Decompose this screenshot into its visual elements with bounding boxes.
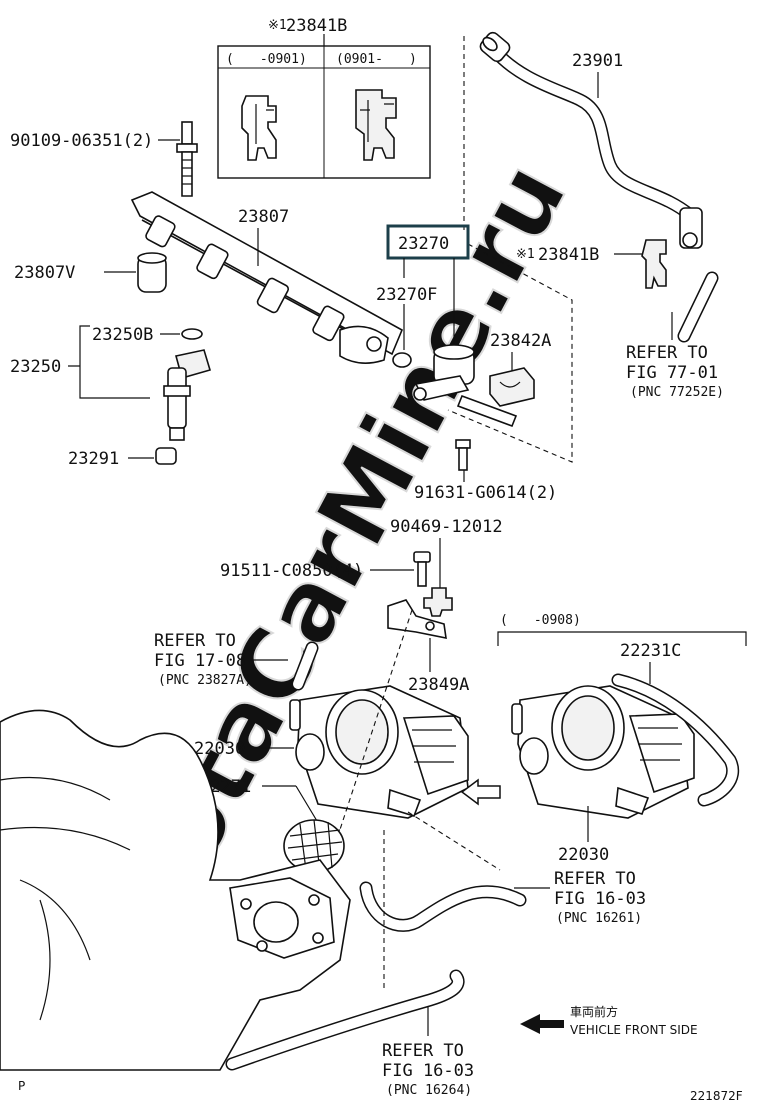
ref-16261-line1[interactable]: REFER TO: [554, 869, 636, 889]
label-91511[interactable]: 91511-C0850(4): [220, 561, 363, 581]
label-23250[interactable]: 23250: [10, 357, 61, 377]
front-arrow-icon: [520, 1014, 564, 1034]
injector-assembly: 23250B 23250 23291: [10, 325, 211, 469]
range-left-label: ( -0901): [226, 52, 307, 67]
throttle-body-right: 22030: [511, 685, 695, 865]
clip-23841b-side: ※1 23841B: [516, 239, 667, 289]
bolt-91511: 91511-C0850(4): [220, 551, 431, 587]
ref-17-line3: (PNC 23827A): [158, 673, 252, 688]
bolt-90109: 90109-06351(2): [10, 121, 198, 197]
range-0908-label: ( -0908): [500, 613, 581, 628]
label-23842a[interactable]: 23842A: [490, 331, 551, 351]
front-label-jp: 車両前方: [570, 1004, 618, 1019]
ref-77-line2[interactable]: FIG 77-01: [626, 363, 718, 383]
clip-old-shape: [241, 95, 277, 161]
fuel-delivery-pipe-23807: 23807: [130, 191, 404, 364]
corner-p-label: P: [18, 1079, 25, 1093]
figure-code: 221872F: [690, 1089, 743, 1103]
label-23291[interactable]: 23291: [68, 449, 119, 469]
clamp-90469: 90469-12012: [390, 517, 503, 617]
label-23901[interactable]: 23901: [572, 51, 623, 71]
ref-16264-line1[interactable]: REFER TO: [382, 1041, 464, 1061]
note-mark-side-icon: ※1: [516, 247, 535, 262]
oring-23270f: 23270F: [376, 285, 437, 368]
hose-to-16261: REFER TO FIG 16-03 (PNC 16261): [359, 869, 646, 932]
ref-77-line1[interactable]: REFER TO: [626, 343, 708, 363]
label-23841b-side[interactable]: 23841B: [538, 245, 599, 265]
callout-23270[interactable]: 23270: [386, 224, 470, 260]
hose-22231c: 22231C: [611, 641, 740, 807]
pressure-regulator-23270: [413, 344, 518, 428]
hose-to-16264: REFER TO FIG 16-03 (PNC 16264): [225, 969, 474, 1098]
vehicle-front-indicator: 車両前方 VEHICLE FRONT SIDE: [520, 1004, 698, 1037]
label-23841b-top[interactable]: 23841B: [286, 16, 347, 36]
fuel-hose-23901: 23901: [479, 31, 703, 249]
range-right-label: (0901- ): [336, 52, 417, 67]
ref-fig-77-01: REFER TO FIG 77-01 (PNC 77252E): [626, 271, 724, 400]
ref-16261-line3: (PNC 16261): [556, 911, 642, 926]
ref-17-line1[interactable]: REFER TO: [154, 631, 236, 651]
ref-77-line3: (PNC 77252E): [630, 385, 724, 400]
label-90469[interactable]: 90469-12012: [390, 517, 503, 537]
label-90109[interactable]: 90109-06351(2): [10, 131, 153, 151]
label-22030-left[interactable]: 22030: [194, 739, 245, 759]
label-23807[interactable]: 23807: [238, 207, 289, 227]
inset-23841b: ※1 23841B ( -0901) (0901- ): [217, 16, 431, 179]
ref-16264-line3: (PNC 16264): [386, 1083, 472, 1098]
label-91631[interactable]: 91631-G0614(2): [414, 483, 557, 503]
label-23250b[interactable]: 23250B: [92, 325, 153, 345]
ref-16264-line2[interactable]: FIG 16-03: [382, 1061, 474, 1081]
bolt-91631: 91631-G0614(2): [414, 439, 557, 503]
label-23807v[interactable]: 23807V: [14, 263, 75, 283]
note-mark-icon: ※1: [268, 18, 287, 33]
label-23270[interactable]: 23270: [398, 234, 449, 254]
intake-manifold: [0, 709, 351, 1071]
range-0908-group: ( -0908): [497, 613, 747, 646]
bracket-23849a: 23849A: [387, 599, 469, 695]
label-23849a[interactable]: 23849A: [408, 675, 469, 695]
label-23270f[interactable]: 23270F: [376, 285, 437, 305]
front-label-en: VEHICLE FRONT SIDE: [570, 1023, 698, 1037]
ref-16261-line2[interactable]: FIG 16-03: [554, 889, 646, 909]
ref-fig-17-08: REFER TO FIG 17-08 (PNC 23827A): [154, 631, 319, 691]
throttle-body-left: 22030: [194, 685, 469, 819]
retainer-23842a: 23842A: [489, 331, 551, 407]
label-22030-right[interactable]: 22030: [558, 845, 609, 865]
clip-new-shape: [355, 89, 397, 161]
ref-17-line2[interactable]: FIG 17-08: [154, 651, 246, 671]
label-22231c[interactable]: 22231C: [620, 641, 681, 661]
insulator-23807v: 23807V: [14, 252, 167, 293]
arrow-left-icon: [460, 778, 501, 806]
